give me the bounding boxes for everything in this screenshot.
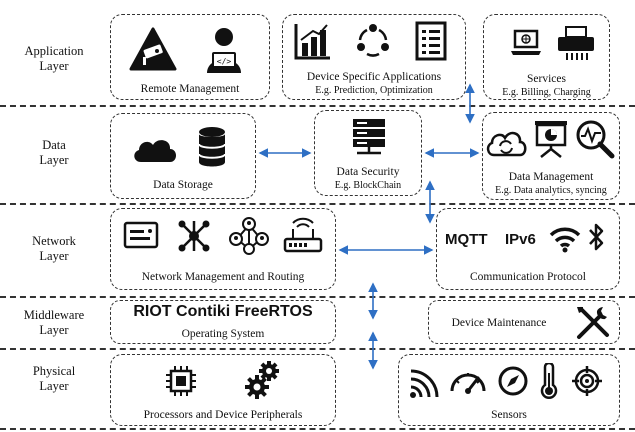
communication-protocol-label: Communication Protocol [470, 271, 586, 283]
database-icon [198, 127, 226, 167]
remote-management-label: Remote Management [140, 83, 240, 95]
signal-icon [410, 369, 439, 398]
layer-separator [0, 296, 635, 298]
remote-management-box: </> Remote Management [110, 14, 270, 100]
services-sub: E.g. Billing, Charging [502, 87, 591, 98]
operating-system-box: RIOT Contiki FreeRTOS Operating System [110, 300, 336, 344]
checklist-icon [415, 21, 447, 61]
device-apps-label: Device Specific Applications [306, 71, 442, 83]
cloud-icon [134, 140, 176, 162]
router-icon [283, 217, 323, 253]
bluetooth-icon [589, 223, 604, 251]
bar-chart-icon [294, 24, 330, 60]
svg-text:</>: </> [217, 57, 232, 66]
data-storage-label: Data Storage [153, 179, 213, 191]
services-label: Services [527, 73, 566, 85]
data-security-box: Data Security E.g. BlockChain [314, 110, 422, 196]
layer-separator [0, 428, 635, 430]
target-icon [572, 366, 602, 396]
wifi-icon [549, 227, 581, 253]
printer-icon [558, 26, 594, 60]
people-network-icon [229, 217, 269, 255]
security-camera-icon [129, 27, 177, 71]
network-card-icon [123, 221, 159, 249]
device-apps-sub: E.g. Prediction, Optimization [315, 85, 433, 96]
chip-icon [166, 366, 196, 396]
data-security-label: Data Security [336, 166, 400, 178]
tools-icon [577, 307, 609, 339]
layer-separator [0, 203, 635, 205]
sensors-label: Sensors [491, 409, 527, 421]
services-box: Services E.g. Billing, Charging [483, 14, 610, 100]
gauge-icon [450, 373, 486, 394]
processors-box: Processors and Device Peripherals [110, 354, 336, 426]
cloud-sync-icon [486, 131, 527, 157]
hub-icon [178, 220, 210, 252]
sensors-box: Sensors [398, 354, 620, 426]
presentation-icon [535, 121, 567, 158]
data-management-sub: E.g. Data analytics, syncing [495, 185, 607, 196]
network-routing-label: Network Management and Routing [141, 271, 305, 283]
compass-icon [498, 366, 528, 396]
data-management-label: Data Management [508, 171, 594, 183]
communication-protocol-box: MQTT IPv6 Communication Protocol [436, 208, 620, 290]
developer-icon: </> [207, 28, 241, 73]
data-management-box: Data Management E.g. Data analytics, syn… [482, 112, 620, 200]
laptop-icon [511, 29, 541, 55]
analytics-magnifier-icon [576, 120, 615, 159]
layer-separator [0, 348, 635, 350]
operating-system-label: Operating System [181, 328, 265, 340]
cycle-icon [357, 24, 389, 57]
gears-icon [245, 361, 279, 399]
thermometer-icon [540, 363, 558, 399]
network-routing-box: Network Management and Routing [110, 208, 336, 290]
data-storage-box: Data Storage [110, 113, 256, 199]
device-apps-box: Device Specific Applications E.g. Predic… [282, 14, 466, 100]
ipv6-label: IPv6 [505, 231, 536, 248]
server-icon [353, 119, 385, 155]
device-maintenance-label: Device Maintenance [451, 317, 547, 329]
layer-separator [0, 105, 635, 107]
processors-label: Processors and Device Peripherals [143, 409, 303, 421]
mqtt-label: MQTT [445, 231, 488, 248]
os-names: RIOT Contiki FreeRTOS [133, 303, 313, 320]
data-security-sub: E.g. BlockChain [334, 180, 402, 191]
device-maintenance-box: Device Maintenance [428, 300, 620, 344]
